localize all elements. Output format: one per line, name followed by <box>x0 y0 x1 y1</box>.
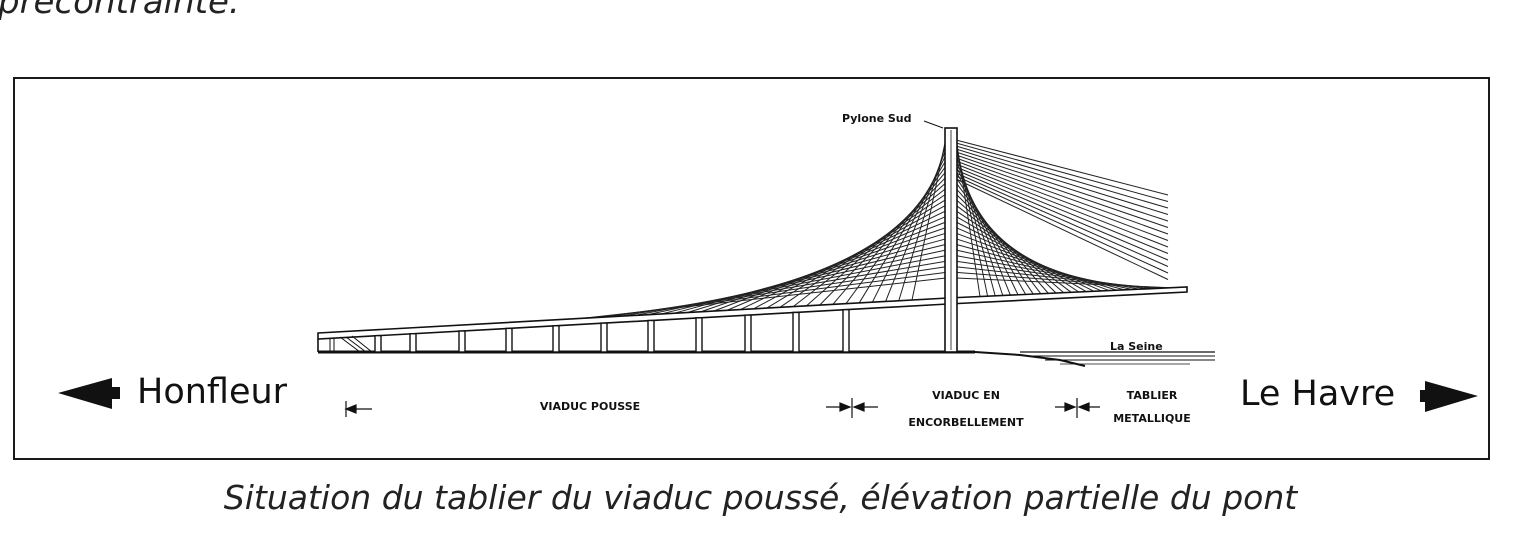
figure-caption: Situation du tablier du viaduc poussé, é… <box>223 478 1298 517</box>
viaduct-pier <box>458 330 466 353</box>
pylon-label: Pylone Sud <box>842 112 912 125</box>
viaduct-pier <box>695 317 703 353</box>
left-arrow-icon <box>58 378 112 409</box>
stay-cable <box>955 175 1169 274</box>
stay-cable <box>955 142 1169 202</box>
stay-cable <box>955 169 1169 261</box>
viaduct-pier <box>842 308 850 353</box>
stay-cable <box>955 145 1169 209</box>
left-arrow-stub <box>110 387 120 399</box>
viaduct-piers <box>374 308 850 353</box>
segment-markers <box>344 398 1100 418</box>
city-le-havre: Le Havre <box>1240 374 1396 414</box>
stay-cable <box>955 166 1169 254</box>
stay-cable <box>713 221 947 312</box>
stay-cables <box>581 137 1171 319</box>
viaduct-pier <box>505 327 513 353</box>
stay-cable <box>700 227 947 313</box>
viaduct-pier <box>600 322 608 353</box>
segment-viaduc-en: VIADUC EN <box>932 389 1000 402</box>
viaduct-pier <box>374 334 382 353</box>
stay-cable <box>955 148 1169 215</box>
river-bank <box>974 351 1215 367</box>
stay-cable <box>955 178 1169 280</box>
stay-cable <box>955 151 1169 222</box>
stay-cable <box>955 157 1169 235</box>
stay-cable <box>955 176 1034 295</box>
diagram-frame <box>13 77 1490 460</box>
stay-cable <box>687 232 947 313</box>
stay-cable <box>727 215 947 311</box>
segment-metallique: METALLIQUE <box>1113 412 1191 425</box>
stay-cable <box>955 160 1169 241</box>
stay-cable <box>955 139 1169 196</box>
viaduct-pier <box>647 319 655 353</box>
segment-encorbellement: ENCORBELLEMENT <box>908 416 1024 429</box>
pylon-sud <box>944 127 958 353</box>
stay-cable <box>581 277 947 319</box>
stay-cable <box>955 154 1169 228</box>
viaduct-pier <box>744 314 752 353</box>
left-abutment <box>329 335 373 353</box>
viaduct-pier <box>552 325 560 353</box>
bridge-elevation-diagram: Pylone Sud La Seine VIADUC POUSSE VIADUC… <box>58 112 1478 429</box>
stay-cable <box>955 165 1019 295</box>
stay-cable <box>955 277 1171 289</box>
stay-cable <box>955 154 1004 296</box>
viaduct-pier <box>409 333 417 353</box>
segment-viaduc-pousse: VIADUC POUSSE <box>540 400 640 413</box>
river-label: La Seine <box>1110 340 1163 353</box>
city-honfleur: Honfleur <box>137 372 288 412</box>
stay-cable <box>955 171 1027 295</box>
segment-tablier: TABLIER <box>1127 389 1178 402</box>
top-text-fragment: précontrainte. <box>0 0 240 22</box>
stay-cable <box>955 163 1169 248</box>
stay-cable <box>955 172 1169 267</box>
right-arrow-icon <box>1425 381 1478 412</box>
viaduct-pier <box>792 311 800 353</box>
pylon-leader-line <box>923 120 944 129</box>
right-arrow-stub <box>1420 390 1429 402</box>
